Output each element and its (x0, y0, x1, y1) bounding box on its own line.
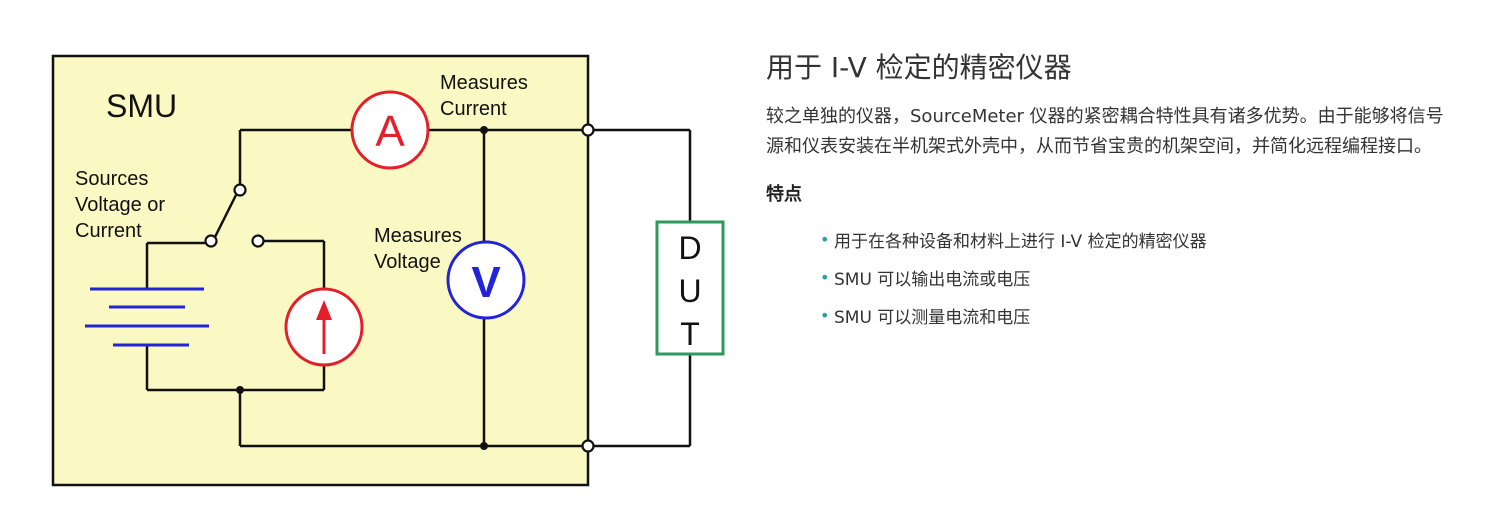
measures-current-label-line2: Current (440, 98, 507, 120)
description-paragraph: 较之单独的仪器，SourceMeter 仪器的紧密耦合特性具有诸多优势。由于能够… (766, 106, 1444, 157)
voltmeter-symbol: V (471, 258, 501, 307)
bullet-icon: • (820, 268, 830, 287)
sources-label-line2: Voltage or (75, 194, 165, 216)
junction-dot (236, 386, 244, 394)
feature-item: • SMU 可以输出电流或电压 (820, 268, 1456, 292)
output-terminal-hi (581, 123, 595, 137)
measures-current-label-line1: Measures (440, 72, 528, 94)
dut-letter-d: D (678, 230, 701, 266)
section-title: 用于 I-V 检定的精密仪器 (766, 51, 1072, 84)
bullet-icon: • (820, 306, 830, 325)
feature-item: • SMU 可以测量电流和电压 (820, 306, 1456, 330)
circuit-svg: A V D U T SMU Measures Current Measures … (51, 54, 725, 487)
junction-dot (480, 442, 488, 450)
current-source-arrow-head (316, 300, 332, 320)
battery-icon (85, 287, 209, 347)
switch-current-terminal (251, 234, 265, 248)
features-heading: 特点 (766, 184, 802, 205)
ammeter-icon (350, 90, 430, 170)
sources-label-line3: Current (75, 220, 142, 242)
bullet-icon: • (820, 230, 830, 249)
output-terminal-lo (581, 439, 595, 453)
feature-item-text: SMU 可以输出电流或电压 (834, 270, 1031, 290)
circuit-wires (145, 128, 692, 448)
switch-voltage-terminal (204, 234, 218, 248)
dut-letter-u: U (678, 273, 701, 309)
smu-label: SMU (106, 88, 177, 124)
features-list: • 用于在各种设备和材料上进行 I-V 检定的精密仪器 • SMU 可以输出电流… (820, 230, 1456, 330)
voltmeter-icon (446, 240, 526, 320)
dut-box (655, 220, 725, 356)
product-description: 用于 I-V 检定的精密仪器 较之单独的仪器，SourceMeter 仪器的紧密… (766, 48, 1456, 344)
measures-voltage-label-line2: Voltage (374, 251, 441, 273)
switch-pivot-terminal (233, 183, 247, 197)
feature-item-text: SMU 可以测量电流和电压 (834, 308, 1031, 328)
sources-label-line1: Sources (75, 168, 148, 190)
measures-voltage-label-line1: Measures (374, 225, 462, 247)
dut-letter-t: T (680, 316, 700, 352)
ammeter-symbol: A (375, 107, 405, 156)
feature-item-text: 用于在各种设备和材料上进行 I-V 检定的精密仪器 (834, 232, 1207, 252)
junction-dot (480, 126, 488, 134)
smu-circuit-diagram: A V D U T SMU Measures Current Measures … (0, 0, 740, 507)
feature-item: • 用于在各种设备和材料上进行 I-V 检定的精密仪器 (820, 230, 1456, 254)
